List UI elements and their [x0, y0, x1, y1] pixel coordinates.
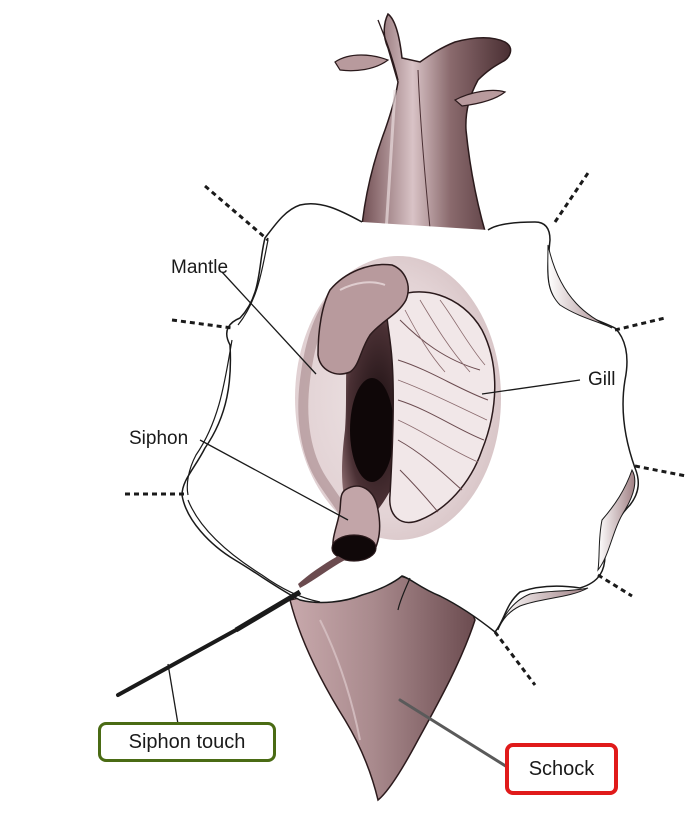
siphon-label: Siphon	[129, 428, 188, 450]
gill-label: Gill	[588, 369, 615, 391]
siphon-touch-label: Siphon touch	[98, 722, 276, 762]
tail	[290, 576, 475, 800]
mantle-label: Mantle	[171, 257, 228, 279]
head	[335, 14, 511, 253]
shock-label: Schock	[505, 743, 618, 795]
